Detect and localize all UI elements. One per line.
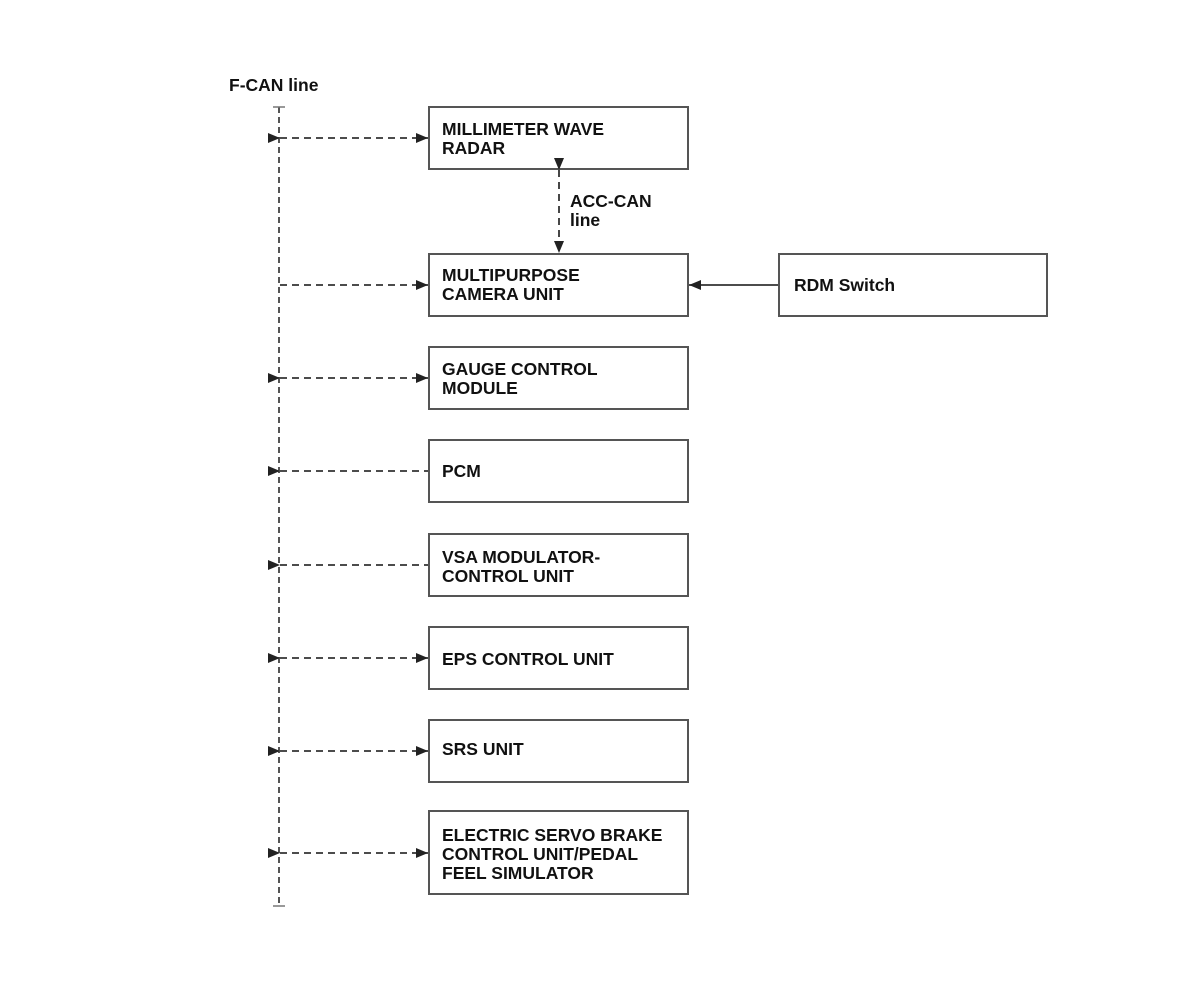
box-srs-unit	[428, 719, 689, 783]
module-label-pcm: PCM	[442, 461, 481, 481]
f-can-line-label: F-CAN line	[229, 75, 319, 95]
module-label-gauge: GAUGE CONTROL MODULE	[442, 359, 598, 398]
module-label-radar: MILLIMETER WAVE RADAR	[442, 119, 605, 158]
module-label-srs: SRS UNIT	[442, 739, 524, 759]
box-vsa-modulator-control-unit	[428, 533, 689, 597]
box-multipurpose-camera-unit	[428, 253, 689, 317]
module-label-camera: MULTIPURPOSE CAMERA UNIT	[442, 265, 580, 304]
module-label-brake: ELECTRIC SERVO BRAKE CONTROL UNIT/PEDAL …	[442, 825, 663, 883]
module-label-eps: EPS CONTROL UNIT	[442, 649, 614, 669]
box-rdm-switch	[778, 253, 1048, 317]
rdm-switch-label: RDM Switch	[794, 275, 896, 295]
box-eps-control-unit	[428, 626, 689, 690]
acc-can-line-label: ACC-CAN line	[570, 191, 652, 230]
box-pcm	[428, 439, 689, 503]
box-gauge-control-module	[428, 346, 689, 410]
box-electric-servo-brake	[428, 810, 689, 895]
module-label-vsa: VSA MODULATOR- CONTROL UNIT	[442, 547, 601, 586]
